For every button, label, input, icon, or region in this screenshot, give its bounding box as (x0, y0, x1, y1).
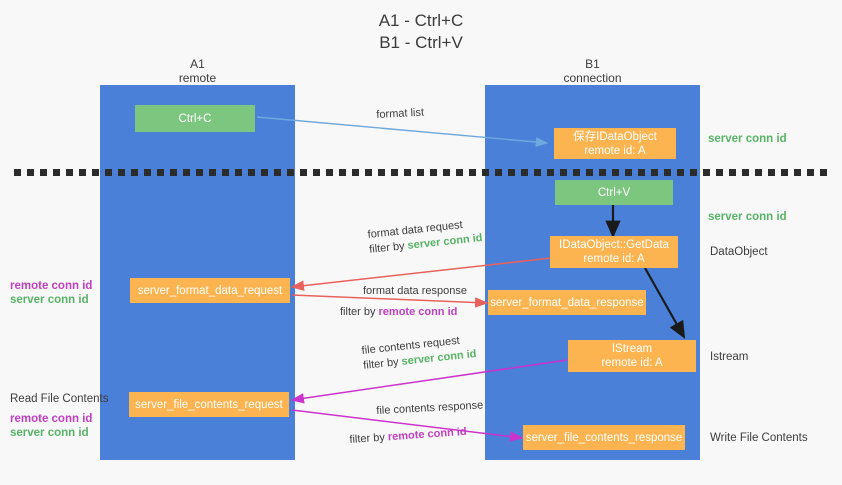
filter-value-remote-conn-id-2: remote conn id (387, 425, 467, 444)
box-save-idataobject-line2: remote id: A (584, 144, 646, 157)
edge-label-file-contents-response-text: file contents response (376, 399, 484, 417)
box-server-format-data-request-label: server_format_data_request (137, 284, 283, 297)
filter-prefix-4: filter by (349, 431, 389, 446)
phase-divider (14, 169, 829, 176)
box-ctrl-v[interactable]: Ctrl+V (555, 180, 673, 205)
note-dataobject: DataObject (710, 246, 768, 258)
note-server-conn-id-1: server conn id (708, 133, 787, 145)
title-line-1: A1 - Ctrl+C (378, 11, 464, 30)
note-server-conn-id-2: server conn id (708, 211, 787, 223)
edge-label-format-list: format list (376, 106, 424, 123)
note-server-conn-id-3: server conn id (10, 294, 89, 306)
box-server-format-data-response-label: server_format_data_response (490, 296, 644, 309)
edge-label-format-list-text: format list (376, 106, 425, 121)
filter-value-remote-conn-id-1: remote conn id (378, 306, 458, 318)
box-istream-line1: IStream (611, 343, 653, 355)
box-server-file-contents-response[interactable]: server_file_contents_response (523, 425, 685, 450)
column-a1-name: A1 (190, 57, 205, 71)
edge-label-format-data-response-filter: filter by remote conn id (340, 305, 457, 320)
note-read-file-contents: Read File Contents (10, 393, 109, 405)
box-ctrl-c-label: Ctrl+C (178, 112, 212, 125)
column-b1-name: B1 (585, 57, 600, 71)
box-ctrl-c[interactable]: Ctrl+C (135, 105, 255, 132)
edge-label-format-data-request: format data request filter by server con… (367, 216, 483, 258)
filter-prefix-1: filter by (368, 239, 409, 256)
filter-prefix-2: filter by (340, 306, 379, 318)
box-save-idataobject-line1: 保存IDataObject (573, 130, 657, 143)
box-getdata-line1: IDataObject::GetData (559, 239, 669, 251)
edge-label-format-data-response: format data response (363, 284, 467, 299)
edge-label-file-contents-request: file contents request filter by server c… (361, 332, 477, 374)
note-remote-conn-id-1: remote conn id (10, 280, 93, 292)
box-istream[interactable]: IStream remote id: A (568, 340, 696, 372)
note-write-file-contents: Write File Contents (710, 432, 808, 444)
box-idataobject-getdata[interactable]: IDataObject::GetData remote id: A (550, 236, 678, 268)
box-getdata-line2: remote id: A (583, 253, 645, 265)
box-server-file-contents-request[interactable]: server_file_contents_request (129, 392, 289, 417)
edge-label-file-contents-response-filter: filter by remote conn id (349, 425, 467, 448)
column-header-a1: A1 remote (120, 57, 275, 85)
box-server-file-contents-request-label: server_file_contents_request (135, 398, 283, 411)
box-server-file-contents-response-label: server_file_contents_response (525, 431, 683, 444)
box-save-idataobject[interactable]: 保存IDataObject remote id: A (554, 128, 676, 159)
note-server-conn-id-4: server conn id (10, 427, 89, 439)
title-line-2: B1 - Ctrl+V (379, 33, 463, 52)
filter-prefix-3: filter by (362, 355, 403, 372)
box-server-format-data-request[interactable]: server_format_data_request (130, 278, 290, 303)
column-a1-subtitle: remote (178, 71, 217, 85)
column-b1-subtitle: connection (563, 71, 622, 85)
edge-label-file-contents-response: file contents response (376, 398, 484, 419)
box-istream-line2: remote id: A (601, 357, 663, 369)
box-ctrl-v-label: Ctrl+V (597, 186, 631, 199)
edge-label-format-data-response-text: format data response (363, 285, 467, 297)
diagram-title: A1 - Ctrl+C B1 - Ctrl+V (0, 10, 842, 54)
box-server-format-data-response[interactable]: server_format_data_response (488, 290, 646, 315)
column-header-b1: B1 connection (515, 57, 670, 85)
note-istream: Istream (710, 351, 749, 363)
note-remote-conn-id-2: remote conn id (10, 413, 93, 425)
